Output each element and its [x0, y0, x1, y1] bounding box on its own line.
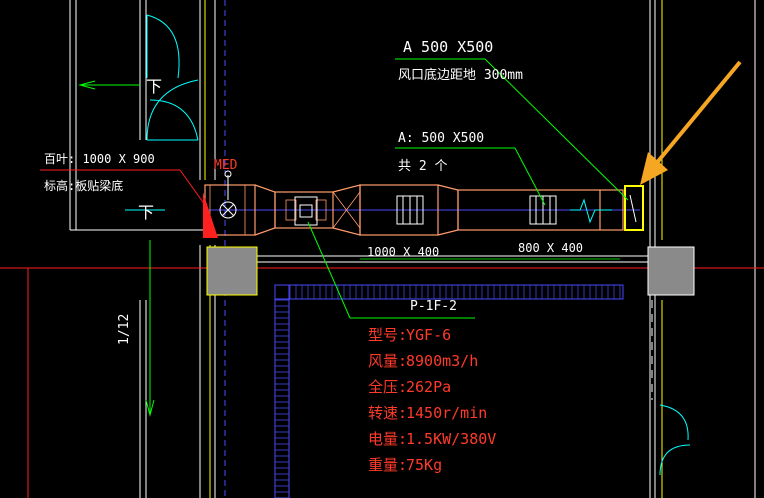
wall-accents	[204, 0, 663, 498]
louver-note-label: 标高:板贴梁底	[44, 178, 123, 193]
outlet-blade	[629, 194, 637, 223]
spec-label: 型号:	[368, 326, 407, 344]
column-left	[206, 246, 258, 296]
pointer-arrow	[640, 60, 742, 185]
spec-label: 重量:	[368, 456, 407, 474]
wall-lower	[274, 284, 624, 498]
spec-value: 8900m3/h	[406, 352, 478, 370]
outlet-frame	[624, 185, 644, 231]
wall-lower-hatch	[275, 285, 621, 493]
duct-size-right: 800 X 400	[518, 241, 583, 255]
spec-label: 电量:	[368, 430, 407, 448]
spec-value: 75Kg	[406, 456, 442, 474]
axis-lines	[0, 267, 764, 498]
spec-value: 262Pa	[406, 378, 451, 396]
column-right	[647, 246, 695, 296]
spec-label: 风量:	[368, 352, 407, 370]
green-arrow-left	[78, 80, 140, 90]
vent-size-label: A: 500 X500	[398, 131, 484, 146]
fan-symbol	[219, 170, 318, 226]
spec-value: YGF-6	[406, 326, 451, 344]
damper-red	[203, 192, 218, 238]
spec-value: 1.5KW/380V	[406, 430, 496, 448]
leader-red	[40, 169, 206, 206]
diffuser-2	[529, 195, 557, 225]
leader-lines	[307, 58, 629, 319]
damper-tag: MED	[214, 158, 238, 173]
louver-size-label: 百叶: 1000 X 900	[44, 152, 155, 166]
diffuser-1	[396, 195, 424, 225]
dimension-label: 1/12	[117, 314, 132, 345]
vent-count-label: 共 2 个	[398, 159, 447, 174]
outlet-height-label: 风口底边距地 300mm	[398, 67, 523, 83]
break-symbol	[570, 198, 612, 224]
duct-size-left: 1000 X 400	[367, 245, 439, 259]
door-swings	[146, 14, 691, 476]
spec-label: 转速:	[368, 404, 407, 422]
outlet-size-label: A 500 X500	[403, 38, 493, 56]
door-mark-lower: 下	[138, 203, 154, 222]
duct-system	[204, 184, 624, 236]
equipment-spec-list: 型号:YGF-6 风量:8900m3/h 全压:262Pa 转速:1450r/min 电…	[368, 326, 496, 474]
door-mark-upper: 下	[146, 77, 162, 96]
spec-value: 1450r/min	[406, 404, 487, 422]
dimension-vertical	[145, 240, 155, 417]
equipment-tag: P-1F-2	[410, 299, 457, 314]
spec-label: 全压:	[368, 378, 407, 396]
